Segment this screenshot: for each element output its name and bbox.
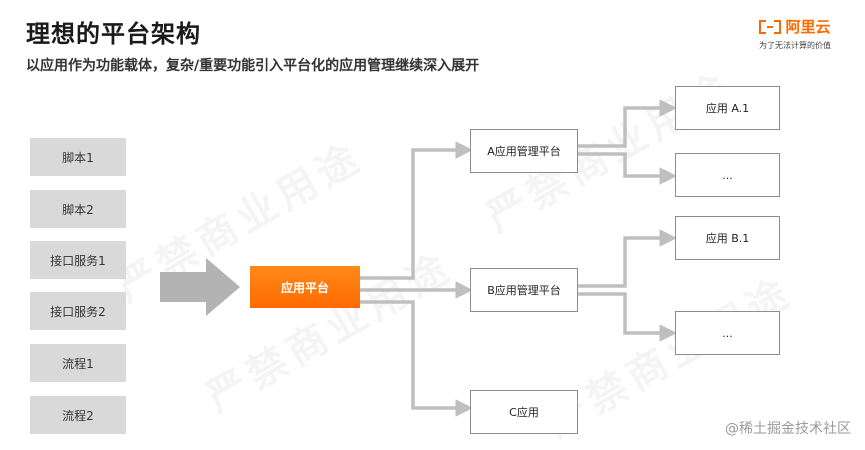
input-box-api-2: 接口服务2 <box>30 292 126 330</box>
input-box-api-1: 接口服务1 <box>30 241 126 279</box>
connector-platform-c <box>360 300 473 417</box>
app-b2-box: ... <box>675 311 780 355</box>
connector-b-b2 <box>578 292 677 342</box>
app-a2-box: ... <box>675 153 780 197</box>
app-b1-box: 应用 B.1 <box>675 216 780 260</box>
page-subtitle: 以应用作为功能载体，复杂/重要功能引入平台化的应用管理继续深入展开 <box>26 58 480 74</box>
input-box-flow-1: 流程1 <box>30 344 126 382</box>
logo-name: 阿里云 <box>785 18 831 36</box>
logo-slogan: 为了无法计算的价值 <box>759 41 831 50</box>
app-platform-box: 应用平台 <box>250 266 360 308</box>
big-arrow-icon <box>160 258 240 316</box>
connector-a-a1 <box>578 99 677 148</box>
footer-watermark: @稀土掘金技术社区 <box>725 421 851 437</box>
input-box-flow-2: 流程2 <box>30 396 126 434</box>
logo-icon <box>759 19 782 34</box>
brand-logo: 阿里云 为了无法计算的价值 <box>745 16 845 51</box>
manager-a-box: A应用管理平台 <box>470 129 578 173</box>
page-title: 理想的平台架构 <box>26 20 201 48</box>
connector-b-b1 <box>578 229 677 288</box>
manager-b-box: B应用管理平台 <box>470 268 578 312</box>
connector-platform-a <box>360 141 473 280</box>
connector-a-a2 <box>578 152 677 185</box>
app-c-box: C应用 <box>470 390 578 434</box>
input-box-script-2: 脚本2 <box>30 190 126 228</box>
input-box-script-1: 脚本1 <box>30 138 126 176</box>
app-a1-box: 应用 A.1 <box>675 86 780 130</box>
